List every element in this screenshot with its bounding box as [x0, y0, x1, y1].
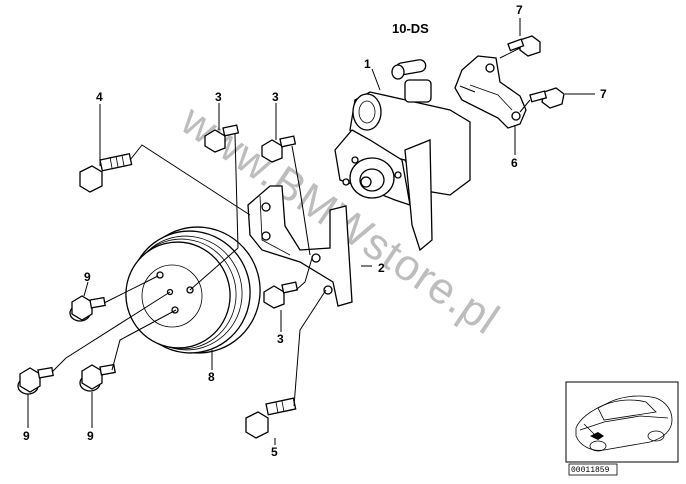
bolt-3-upper-right [261, 135, 297, 163]
callout-3-upper-left: 3 [215, 90, 222, 104]
callout-5: 5 [271, 445, 278, 459]
callout-3-upper-right: 3 [272, 90, 279, 104]
bolt-3-upper-left [204, 124, 240, 153]
reference-number: 00011859 [571, 466, 610, 475]
bolt-3-lower [263, 281, 299, 309]
callout-8: 8 [208, 370, 215, 384]
callout-3-lower: 3 [277, 332, 284, 346]
bolt-5 [245, 397, 297, 439]
callout-2: 2 [378, 261, 385, 275]
bolt-9-lower-left [17, 366, 54, 395]
bolt-9-lower-right [79, 363, 116, 392]
leader-lines [27, 18, 595, 445]
diagram-title: 10-DS [392, 21, 429, 36]
bolt-9-upper [69, 295, 106, 322]
power-steering-pump [334, 59, 471, 252]
callout-9-lower-right: 9 [87, 429, 94, 443]
pump-mount-plate [454, 55, 527, 129]
callout-labels: 1 2 3 3 3 4 5 6 7 7 8 9 9 9 [23, 3, 607, 459]
callout-7-upper: 7 [516, 3, 523, 17]
bracket [247, 185, 353, 307]
callout-9-lower-left: 9 [23, 429, 30, 443]
callout-6: 6 [511, 156, 518, 170]
bolt-4 [79, 152, 133, 193]
callout-4: 4 [96, 90, 103, 104]
pulley [125, 226, 261, 354]
bolt-7-right [529, 87, 565, 109]
callout-1: 1 [364, 57, 371, 71]
callout-7-right: 7 [600, 87, 607, 101]
callout-9-upper: 9 [84, 270, 91, 284]
bolt-7-upper [507, 35, 541, 57]
vehicle-location-thumbnail: 00011859 [565, 381, 679, 476]
